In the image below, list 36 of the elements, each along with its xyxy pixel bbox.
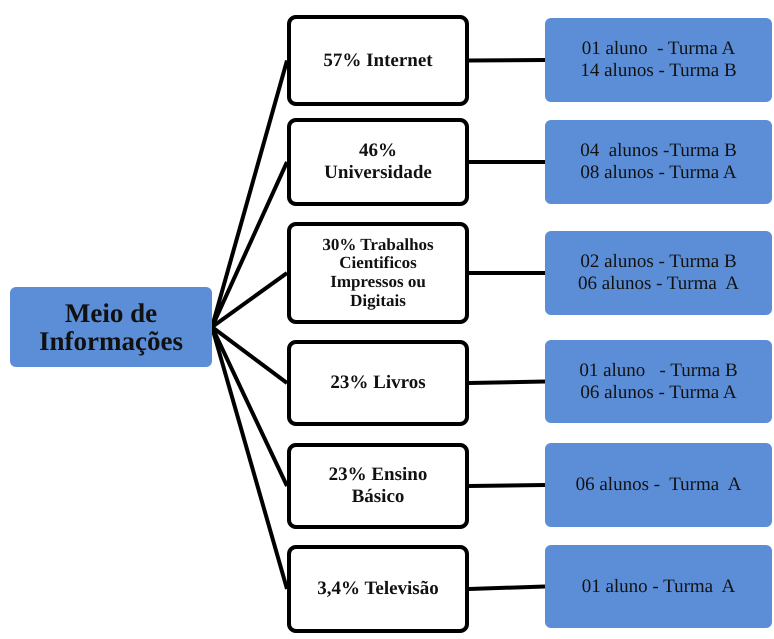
connector-line bbox=[468, 483, 546, 488]
source-label: 46% Universidade bbox=[323, 140, 433, 184]
count-label: 01 aluno - Turma A bbox=[582, 576, 736, 598]
count-label: 06 alunos - Turma A bbox=[580, 382, 737, 404]
source-label: 57% Internet bbox=[323, 50, 433, 72]
connector-line bbox=[468, 584, 546, 591]
count-box bbox=[545, 443, 772, 527]
count-box bbox=[545, 18, 772, 102]
count-box bbox=[545, 340, 772, 423]
count-label: 14 alunos - Turma B bbox=[580, 60, 737, 82]
connector-line bbox=[468, 58, 546, 62]
count-box bbox=[545, 545, 772, 628]
count-box bbox=[545, 120, 772, 204]
connector-line bbox=[469, 271, 545, 275]
connector-line bbox=[468, 380, 546, 385]
source-label: 3,4% Televisão bbox=[317, 578, 439, 600]
source-label: 30% Trabalhos Cientificos Impressos ou Digitais bbox=[321, 236, 435, 310]
count-label: 06 alunos - Turma A bbox=[578, 273, 739, 295]
topic-title: Meio de Informações bbox=[38, 298, 184, 356]
count-label: 01 aluno - Turma A bbox=[582, 38, 736, 60]
source-box bbox=[287, 15, 469, 106]
count-label: 06 alunos - Turma A bbox=[576, 474, 742, 496]
topic-box bbox=[10, 287, 212, 367]
source-box bbox=[287, 340, 469, 426]
count-label: 04 alunos -Turma B bbox=[580, 140, 737, 162]
source-label: 23% Ensino Básico bbox=[328, 464, 428, 508]
source-label: 23% Livros bbox=[330, 372, 426, 394]
connector-line bbox=[469, 160, 545, 164]
source-box bbox=[287, 118, 469, 206]
count-box bbox=[545, 231, 772, 315]
source-box bbox=[287, 443, 469, 529]
source-box bbox=[287, 222, 469, 324]
count-label: 02 alunos - Turma B bbox=[580, 251, 737, 273]
count-label: 01 aluno - Turma B bbox=[579, 360, 738, 382]
source-box bbox=[287, 545, 469, 633]
count-label: 08 alunos - Turma A bbox=[580, 162, 737, 184]
